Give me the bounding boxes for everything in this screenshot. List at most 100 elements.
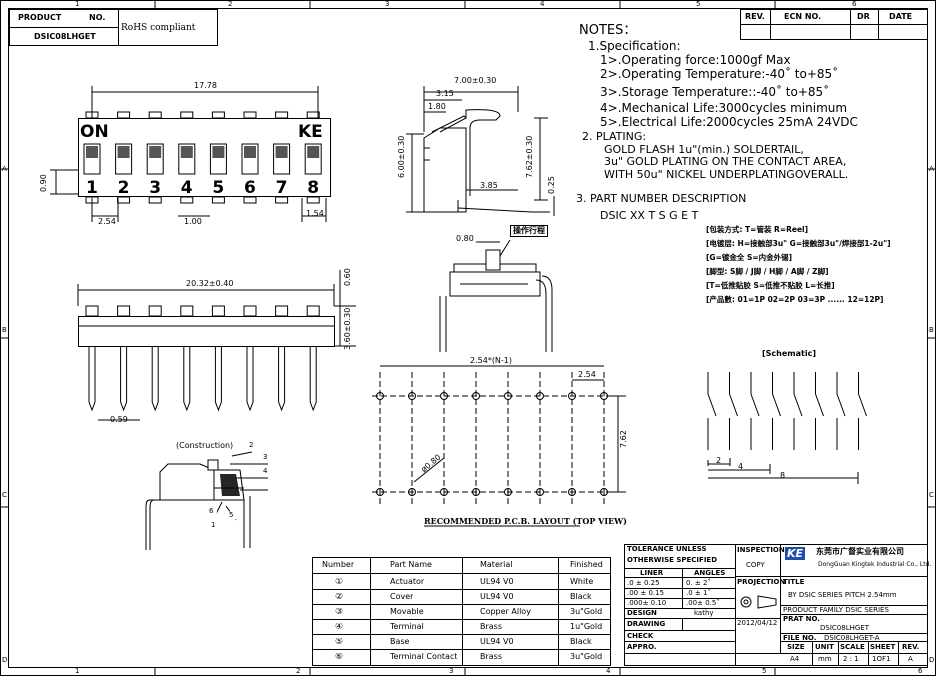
bom-cell: Movable <box>390 608 424 616</box>
bom-cell: Terminal Contact <box>390 653 458 661</box>
side-dim-height: 6.00±0.30 <box>397 135 406 178</box>
bom-header-cell: Finished <box>570 561 603 569</box>
sheet-label: SHEET <box>870 643 896 651</box>
row-mark-right-c: C <box>929 491 934 499</box>
row-mark-right-a: A <box>929 165 934 173</box>
bom-cell: Black <box>570 638 592 646</box>
row-mark-c: C <box>2 491 7 499</box>
bom-cell: ⑥ <box>335 653 344 662</box>
col-mark-1: 1 <box>75 0 80 8</box>
row-mark-a: A <box>2 165 7 173</box>
schematic <box>707 372 867 484</box>
col-mark-2: 2 <box>228 0 233 8</box>
col-mark-bottom-3: 3 <box>449 667 454 675</box>
col-mark-4: 4 <box>540 0 545 8</box>
actuator-callout: 操作行程 <box>510 225 548 237</box>
switch-number: 3 <box>149 178 162 198</box>
pcb-layout <box>372 365 626 527</box>
bom-header-cell: Number <box>322 561 355 569</box>
dim-pitch-top: 2.54 <box>98 217 116 226</box>
construction-hatch <box>220 474 240 496</box>
tolerance-title-1: TOLERANCE UNLESS <box>627 545 707 553</box>
scale-value: 2 : 1 <box>843 655 859 663</box>
front-dim-top: 0.60 <box>343 268 352 286</box>
tol-linear-3: .000± 0.10 <box>627 599 667 607</box>
switch-slider <box>117 146 130 158</box>
front-pin-head <box>148 305 162 317</box>
construction-title: (Construction) <box>176 441 234 450</box>
construction-callout-circle <box>207 507 217 517</box>
front-pin <box>309 346 317 412</box>
construction-callout-number: 2 <box>249 441 254 449</box>
bottom-terminal-stub <box>243 196 257 204</box>
switch-number: 7 <box>275 178 288 198</box>
dr-header: DR <box>857 12 870 21</box>
angles-header: ANGLES <box>694 569 726 577</box>
design-date: 2012/04/12 <box>737 619 778 627</box>
company-name-cn: 东莞市广督实业有限公司 <box>816 547 904 556</box>
revision-box-lines <box>740 9 928 40</box>
schematic-switch-blade <box>793 393 803 417</box>
construction-callout-circle <box>247 441 257 451</box>
switch-slider <box>275 146 288 158</box>
inspection-label: INSPECTION <box>737 546 785 554</box>
bom-cell: Base <box>390 638 410 646</box>
construction-callout-number: 5 <box>229 511 234 519</box>
bom-cell: UL94 V0 <box>480 578 514 586</box>
front-pin-head <box>180 305 194 317</box>
front-pin-head <box>306 305 320 317</box>
col-mark-bottom-6: 6 <box>918 667 923 675</box>
drawing-label: DRAWING <box>627 620 666 628</box>
top-terminal-stub <box>148 111 162 119</box>
front-pin-head <box>85 305 99 317</box>
part-number: DSIC08LHGET <box>34 32 96 41</box>
bom-cell: 3u"Gold <box>570 653 603 661</box>
schematic-switch-blade <box>815 393 824 417</box>
row-mark-right-b: B <box>929 326 934 334</box>
tolerance-title-2: OTHERWISE SPECIFIED <box>627 556 718 564</box>
pcb-caption: RECOMMENDED P.C.B. LAYOUT (TOP VIEW) <box>424 516 627 526</box>
side-dim-a: 3.15 <box>436 89 454 98</box>
pcb-dim-pitch: 2.54 <box>578 370 596 379</box>
construction-callout-circle <box>209 521 219 531</box>
bottom-terminal-stub <box>306 196 320 204</box>
rev-value: A <box>908 655 913 663</box>
switch-number: 5 <box>212 178 225 198</box>
col-mark-5: 5 <box>696 0 701 8</box>
ke-label: KE <box>298 122 323 142</box>
size-value: A4 <box>790 655 800 663</box>
bom-cell: ⑤ <box>335 638 344 647</box>
side-view-switch <box>406 86 555 216</box>
schematic-dim-b: 4 <box>738 462 744 471</box>
bom-cell: UL94 V0 <box>480 593 514 601</box>
tol-angle-2: .0 ± 1˚ <box>686 589 711 597</box>
construction-callout-circle <box>227 511 237 521</box>
switch-slider <box>244 146 256 158</box>
row-mark-d: D <box>2 656 8 664</box>
pcb-dim-row: 7.62 <box>619 430 628 448</box>
prat-no-value: DSIC08LHGET <box>820 624 869 632</box>
unit-value: mm <box>818 655 832 663</box>
scale-label: SCALE <box>840 643 865 651</box>
schematic-switch-blade <box>772 393 781 417</box>
projection-label: PROJECTION <box>737 578 786 586</box>
code-legend-3: [G=镀金全 S=内金外锡] <box>706 253 793 262</box>
inner-frame <box>8 8 928 668</box>
front-pin-head <box>243 305 257 317</box>
title-label: TITLE <box>783 578 805 586</box>
pcb-dim-total: 2.54*(N-1) <box>470 356 513 365</box>
bom-cell: Copper Alloy <box>480 608 531 616</box>
check-label: CHECK <box>627 632 654 640</box>
side-dim-b: 1.80 <box>428 102 446 111</box>
construction-callout-circle <box>261 467 271 477</box>
bom-cell: Black <box>570 593 592 601</box>
front-pin-head <box>211 305 225 317</box>
code-legend-5: [T=低推贴胶 S=低推不贴胶 L=长推] <box>706 281 835 290</box>
construction-section <box>145 451 268 550</box>
schematic-switch-blade <box>707 393 717 417</box>
top-terminal-stub <box>211 111 225 119</box>
bom-cell: Terminal <box>390 623 424 631</box>
front-pin <box>246 346 254 412</box>
